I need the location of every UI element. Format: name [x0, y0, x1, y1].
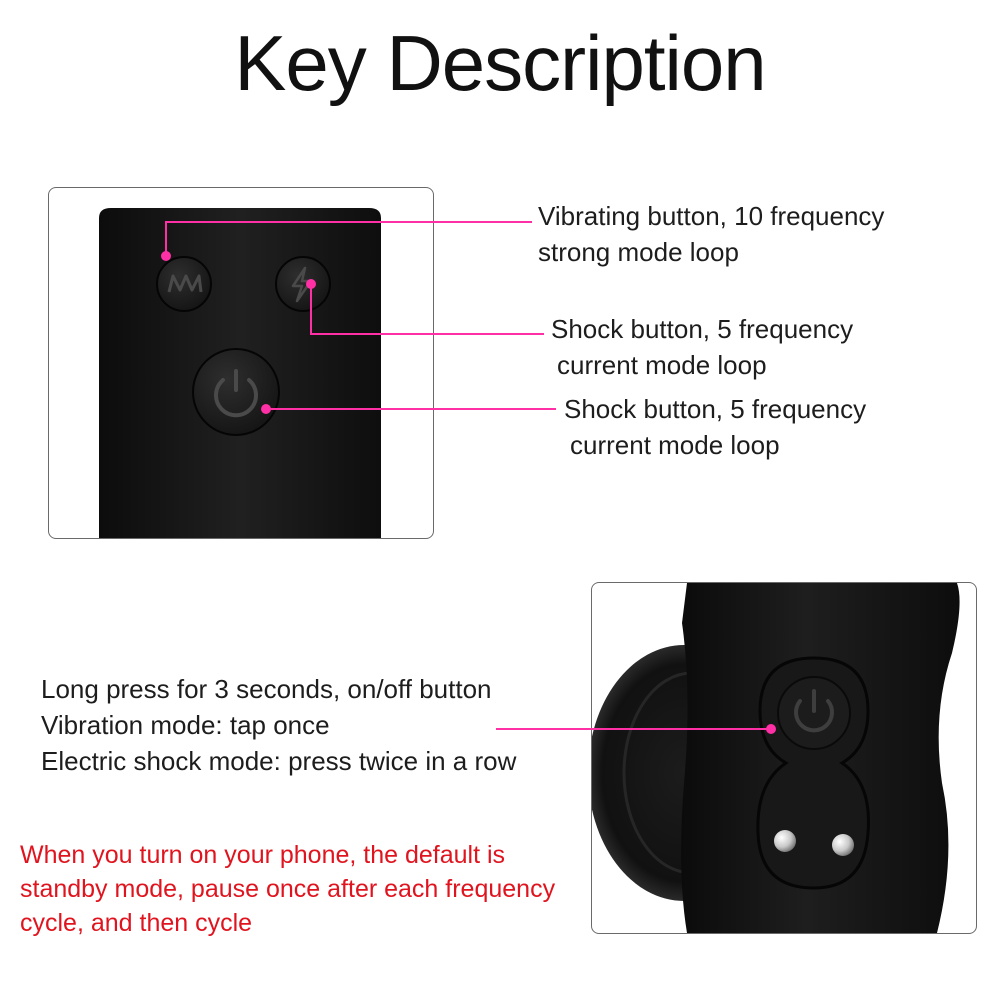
callout-power-line2: current mode loop [570, 430, 780, 460]
callout-line-device-power [496, 728, 768, 730]
callout-line-shock-h [310, 333, 544, 335]
lightning-bolt-icon [291, 266, 313, 303]
power-icon [794, 689, 834, 733]
shock-button [275, 256, 331, 312]
callout-shock-label: Shock button, 5 frequency current mode l… [551, 311, 853, 383]
callout-line-power-h [266, 408, 556, 410]
callout-power-line1: Shock button, 5 frequency [564, 394, 867, 424]
callout-line-vibrate-v [165, 222, 167, 256]
device-photo-frame [591, 582, 977, 934]
power-description-line1: Long press for 3 seconds, on/off button [41, 674, 492, 704]
callout-vibrate-line2: strong mode loop [538, 237, 739, 267]
device-image [592, 583, 960, 933]
callout-dot-device-power [766, 724, 776, 734]
callout-dot-vibrate [161, 251, 171, 261]
standby-note-line2: standby mode, pause once after each freq… [20, 875, 556, 903]
remote-power-button [192, 348, 280, 436]
page-title: Key Description [234, 19, 766, 107]
callout-line-shock-v [310, 284, 312, 334]
power-description-line2: Vibration mode: tap once [41, 710, 330, 740]
standby-note-line1: When you turn on your phone, the default… [20, 841, 506, 869]
power-description-line3: Electric shock mode: press twice in a ro… [41, 746, 517, 776]
vibrate-button [156, 256, 212, 312]
remote-control-image [99, 208, 381, 538]
charging-pin-right [832, 834, 854, 856]
callout-vibrate-label: Vibrating button, 10 frequency strong mo… [538, 198, 884, 270]
device-power-button [777, 676, 851, 750]
callout-vibrate-line1: Vibrating button, 10 frequency [538, 201, 885, 231]
callout-power-label: Shock button, 5 frequency current mode l… [564, 391, 866, 463]
standby-note: When you turn on your phone, the default… [20, 838, 555, 940]
remote-photo-frame [48, 187, 434, 539]
charging-pin-left [774, 830, 796, 852]
callout-shock-line2: current mode loop [557, 350, 767, 380]
callout-line-vibrate-h [165, 221, 532, 223]
vibration-zigzag-icon [167, 274, 203, 293]
power-icon [214, 369, 258, 418]
power-description: Long press for 3 seconds, on/off button … [41, 671, 516, 779]
callout-shock-line1: Shock button, 5 frequency [551, 314, 854, 344]
standby-note-line3: cycle, and then cycle [20, 909, 253, 937]
